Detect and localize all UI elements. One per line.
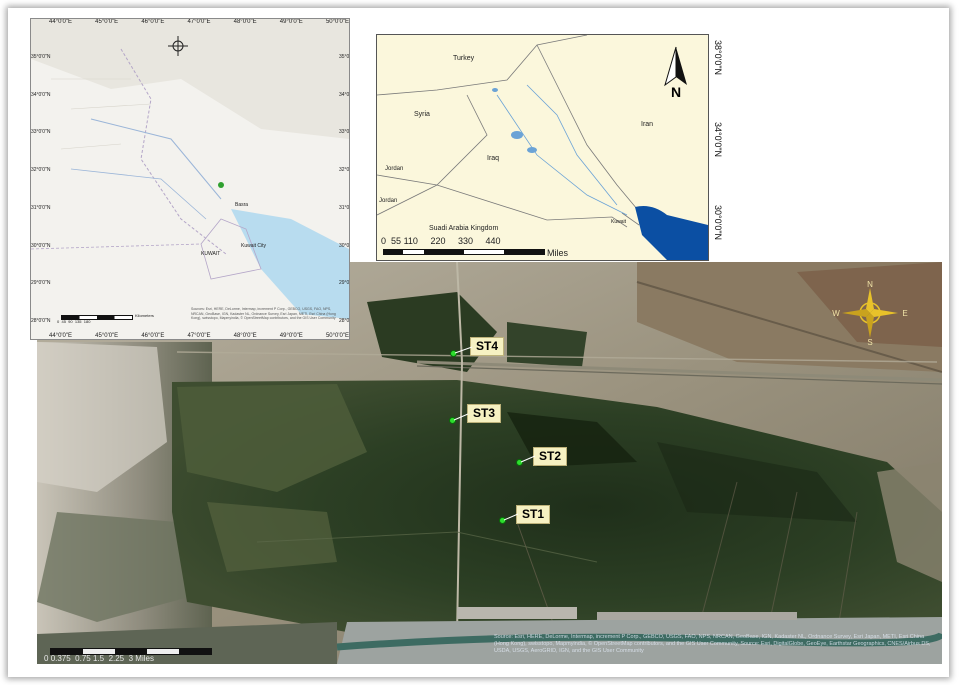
country-basemap [377,35,708,260]
regional-compass-icon [168,36,188,56]
label-jordan: Jordan [385,166,404,172]
compass-w: W [832,309,840,318]
regional-credits: Sources: Esri, HERE, DeLorme, Intermap, … [191,307,336,320]
label-basra: Basra [235,202,249,208]
station-dot-st1 [499,517,506,524]
compass-s: S [867,338,872,346]
regional-basemap [31,19,349,339]
country-scale-unit: Miles [547,248,569,258]
imagery-attribution: Source: Esri, HERE, DeLorme, Intermap, i… [494,634,931,654]
north-arrow-icon: N [664,46,687,97]
satellite-scale-bar [50,648,212,655]
country-inset-map: Turkey Syria Iraq Iran Jordan Jordan Sua… [376,34,709,261]
label-iran: Iran [641,121,654,128]
regional-scale-unit: Kilometers [135,313,154,318]
regional-scale-bar [61,315,133,320]
label-saudi: Suadi Arabia Kingdom [429,225,499,232]
label-syria: Syria [414,111,430,118]
compass-n: N [867,280,873,289]
satellite-scale-labels: 0 0.375 0.75 1.5 2.25 3 Miles [44,654,154,663]
north-letter: N [671,84,681,97]
country-right-ticks: 38°0'0"N 34°0'0"N 30°0'0"N [713,40,723,240]
compass-e: E [902,309,907,318]
label-jordan-2: Jordan [379,198,398,204]
label-kuwait: KUWAIT [201,251,221,257]
label-kuwait-country: Kuwait [611,219,627,225]
station-dot-st4 [450,350,457,357]
station-dot-st3 [449,417,456,424]
label-iraq: Iraq [487,155,500,162]
station-label-st3: ST3 [467,404,502,423]
regional-right-ticks: 35°0'0"N34°0'0"N33°0'0"N32°0'0"N31°0'0"N… [339,54,350,324]
station-dot-st2 [516,459,523,466]
satellite-imagery [37,262,942,664]
label-kuwait-city: Kuwait City [241,243,267,249]
compass-rose-icon: N S W E [832,280,907,346]
satellite-map [37,262,942,664]
country-scale-bar [383,249,545,255]
label-turkey: Turkey [453,55,475,62]
country-scale-values: 0 55 110 220 330 440 [381,236,501,246]
station-label-st4: ST4 [470,337,505,356]
station-label-st1: ST1 [516,505,551,524]
regional-scale-values: 0 45 90 135 180 [57,319,91,324]
